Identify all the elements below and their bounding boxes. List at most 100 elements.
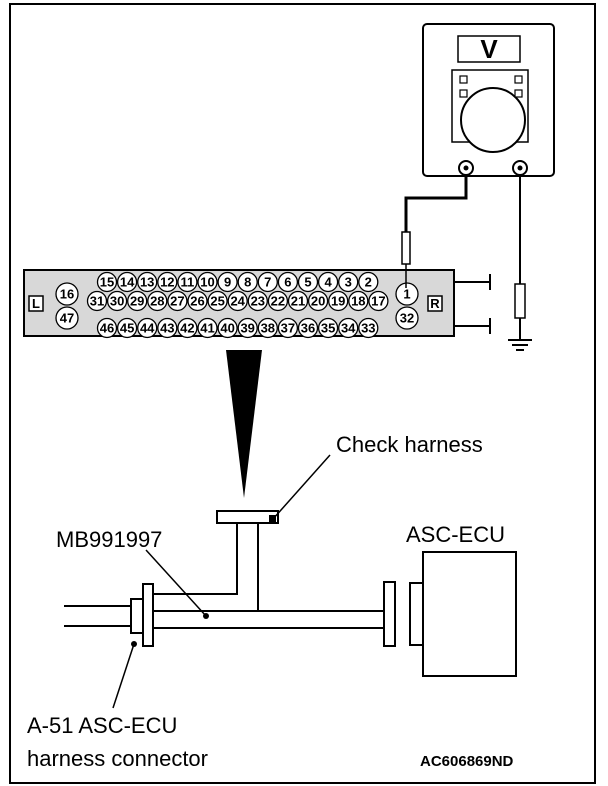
connector-pin <box>116 317 138 339</box>
connector-pin <box>106 290 128 312</box>
connector-pin <box>187 290 208 312</box>
connector-pin-label: 10 <box>200 275 214 290</box>
connector-pin-label: 20 <box>311 294 325 309</box>
connector-left-label: L <box>32 296 40 311</box>
connector-pin-label: 15 <box>100 275 114 290</box>
connector-pin-label: 35 <box>321 321 335 336</box>
connector-pin <box>177 271 198 293</box>
connector-pin <box>127 290 148 312</box>
connector-pin <box>157 317 178 339</box>
connector-pin-label: 7 <box>264 275 271 290</box>
connector-pin-label: 46 <box>100 321 114 336</box>
connector-pin <box>247 290 268 312</box>
tool-leader <box>145 549 207 617</box>
special-tool-harness <box>64 581 396 647</box>
connector-pin-label: 42 <box>180 321 194 336</box>
connector-pin-label: 36 <box>301 321 315 336</box>
connector-pin <box>227 290 248 312</box>
connector-leader <box>112 643 135 709</box>
negative-probe <box>514 283 526 319</box>
connector-pin <box>217 271 238 293</box>
check-harness <box>148 510 279 611</box>
check-harness-leader <box>272 454 331 520</box>
connector-wire-stubs <box>455 281 490 327</box>
connector-pin <box>395 306 419 330</box>
connector-label-line1: A-51 ASC-ECU <box>27 713 177 738</box>
connector-pin-label: 17 <box>371 294 385 309</box>
special-tool-label: MB991997 <box>56 527 162 552</box>
connector-pin-label: 25 <box>210 294 224 309</box>
connector-pin-label: 21 <box>291 294 305 309</box>
connector-pin <box>277 317 299 339</box>
connector-pin-label: 34 <box>341 321 356 336</box>
connector-pin-label: 37 <box>281 321 295 336</box>
connector-left-marker <box>28 295 44 312</box>
connector-pin-label: 16 <box>60 287 74 302</box>
connector-pin <box>257 271 278 293</box>
connector-pin <box>338 271 359 293</box>
connector-pin <box>177 317 198 339</box>
connector-pin <box>287 290 309 312</box>
connector-pin <box>358 317 379 339</box>
connector-pin-label: 39 <box>240 321 254 336</box>
connector-pin-label: 30 <box>110 294 124 309</box>
voltmeter-icon: V <box>422 23 555 177</box>
connector-pin <box>368 290 389 312</box>
connector-pin <box>197 271 218 293</box>
connector-pin-label: 19 <box>331 294 345 309</box>
connector-pin <box>267 290 289 312</box>
connector-leader-dot <box>131 641 137 647</box>
connector-pin-label: 27 <box>170 294 184 309</box>
connector-label-line2: harness connector <box>27 746 208 771</box>
connector-pin-label: 32 <box>400 311 414 326</box>
figure-code: AC606869ND <box>420 753 514 770</box>
connector-pin-label: 18 <box>351 294 365 309</box>
connector-pin-label: 2 <box>365 275 372 290</box>
tool-left-connector <box>142 583 154 647</box>
connector-pin <box>237 271 258 293</box>
connector-pin-label: 40 <box>220 321 234 336</box>
voltmeter-display <box>457 35 521 63</box>
connector-pin <box>317 317 339 339</box>
ground-icon <box>508 318 532 351</box>
connector-pin-label: 4 <box>324 275 332 290</box>
connector-pin <box>96 317 118 339</box>
connector-pin-label: 14 <box>120 275 135 290</box>
connector-pin <box>317 271 339 293</box>
connector-pin <box>147 290 168 312</box>
connector-pin <box>395 282 419 306</box>
view-pointer <box>226 350 262 498</box>
connector-pin <box>217 317 238 339</box>
connector-pin-label: 38 <box>261 321 275 336</box>
tool-right-connector <box>383 581 396 647</box>
connector-pin-label: 31 <box>90 294 104 309</box>
connector-pin-label: 13 <box>140 275 154 290</box>
connector-pin <box>137 317 158 339</box>
connector-pin-label: 22 <box>271 294 285 309</box>
connector-pin-label: 44 <box>140 321 155 336</box>
connector-pin <box>55 282 79 306</box>
connector-pin-label: 26 <box>190 294 204 309</box>
connector-pin <box>297 271 319 293</box>
connector-pin-label: 28 <box>150 294 164 309</box>
connector-pin <box>86 290 108 312</box>
connector-pin-label: 11 <box>181 275 195 290</box>
connector-pin <box>137 271 158 293</box>
connector-pin <box>297 317 319 339</box>
connector-pin <box>237 317 258 339</box>
positive-probe <box>401 231 411 265</box>
connector-pin <box>207 290 228 312</box>
connector-pin-label: 33 <box>361 321 375 336</box>
connector-pin <box>307 290 329 312</box>
connector-right-marker <box>427 295 443 312</box>
connector-pin <box>157 271 178 293</box>
ecu-label: ASC-ECU <box>406 522 505 547</box>
connector-pin-label: 3 <box>345 275 352 290</box>
connector-pin <box>348 290 369 312</box>
connector-pin <box>257 317 278 339</box>
connector-pin <box>116 271 138 293</box>
